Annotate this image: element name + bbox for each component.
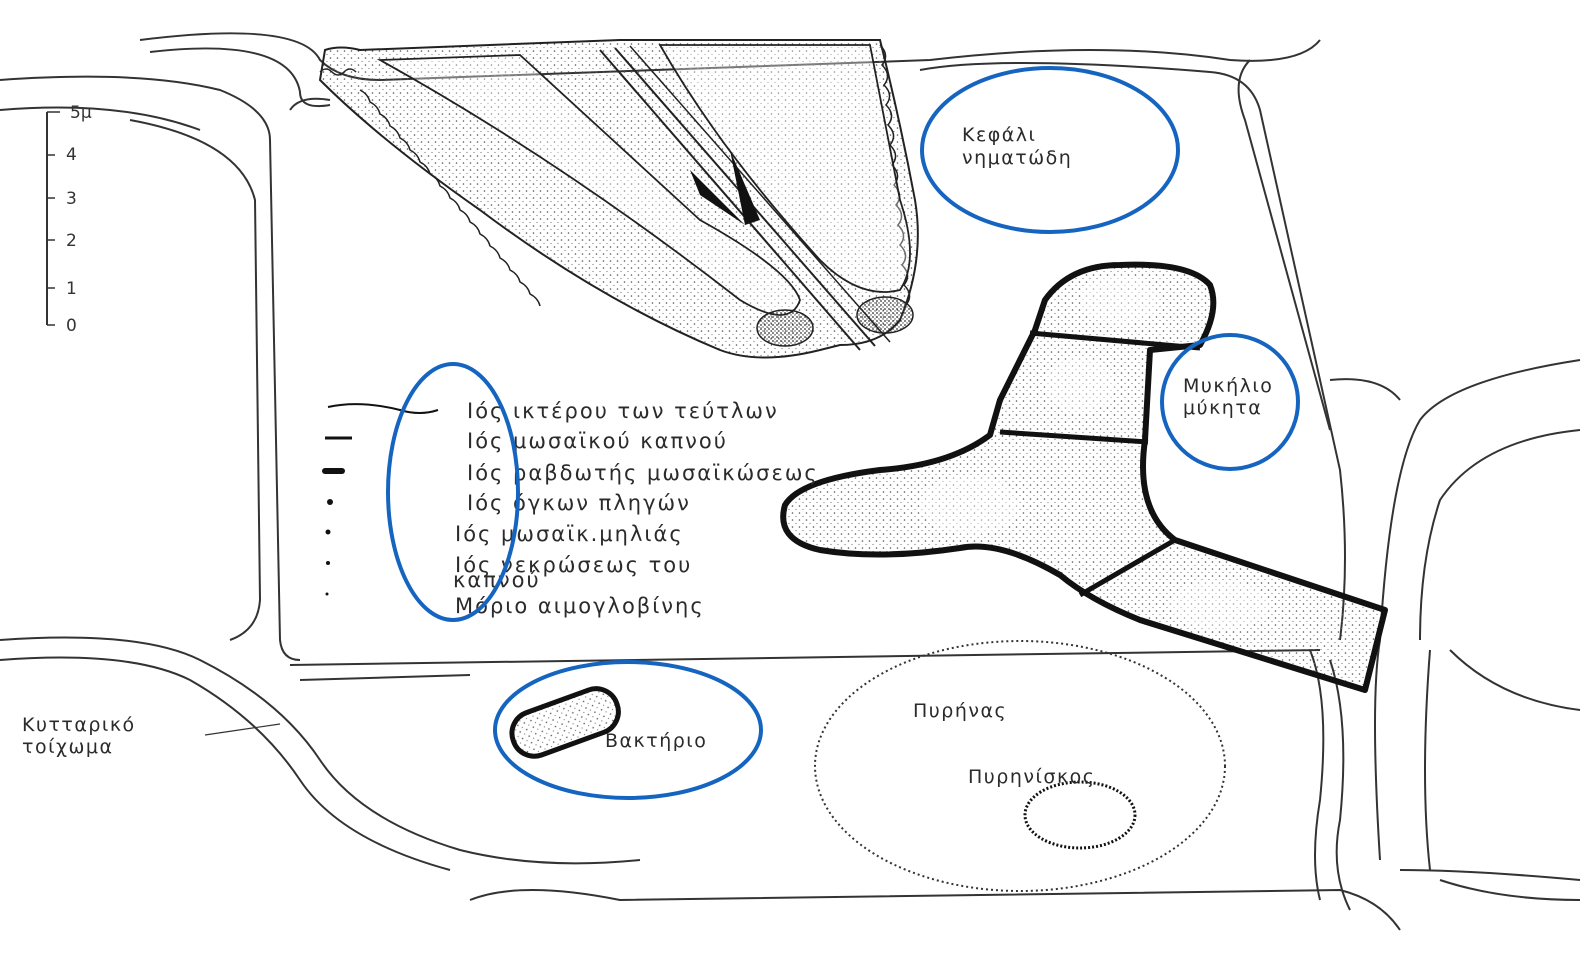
- legend-item-0: Ιός ικτέρου των τεύτλων: [467, 399, 779, 423]
- legend-mark-wound-tumor: [327, 499, 333, 505]
- nematode-head: [320, 40, 918, 358]
- legend-mark-apple-mosaic: [326, 530, 331, 535]
- scale-tick-2: 2: [66, 231, 77, 251]
- legend-item-3: Ιός όγκων πληγών: [467, 491, 691, 515]
- cell-wall-pointer: [205, 724, 280, 735]
- scale-tick-4: 4: [66, 145, 77, 165]
- legend-item-4: Ιός μωσαϊκ.μηλιάς: [455, 522, 684, 546]
- nucleus-label: Πυρήνας: [913, 700, 1007, 722]
- legend-item-1: Ιός μωσαϊκού καπνού: [467, 429, 728, 453]
- legend-mark-hemoglobin: [326, 593, 329, 596]
- legend-mark-beet-yellows: [328, 404, 438, 413]
- cell-wall-label-2: τοίχωμα: [22, 736, 114, 758]
- legend-mark-necrosis: [326, 561, 330, 565]
- scale-tick-1: 1: [66, 279, 77, 299]
- scale-tick-3: 3: [66, 189, 77, 209]
- nucleolus-label: Πυρηνίσκος: [968, 766, 1095, 788]
- virus-legend: Ιός ικτέρου των τεύτλων Ιός μωσαϊκού καπ…: [325, 399, 819, 618]
- scale-bar: 5μ 4 3 2 1 0: [47, 103, 92, 336]
- nematode-head-label-2: νηματώδη: [962, 147, 1072, 169]
- legend-item-7: Μόριο αιμογλοβίνης: [455, 594, 705, 618]
- scale-tick-0: 0: [66, 316, 77, 336]
- bacterium-label: Βακτήριο: [605, 730, 707, 752]
- cell-wall-label-1: Κυτταρικό: [22, 714, 136, 736]
- mycelium-label-1: Μυκήλιο: [1183, 375, 1273, 397]
- nematode-head-label-1: Κεφάλι: [962, 124, 1036, 146]
- scale-tick-5: 5μ: [70, 103, 92, 123]
- nucleolus-shape: [1025, 782, 1135, 848]
- mycelium-label-2: μύκητα: [1183, 397, 1262, 419]
